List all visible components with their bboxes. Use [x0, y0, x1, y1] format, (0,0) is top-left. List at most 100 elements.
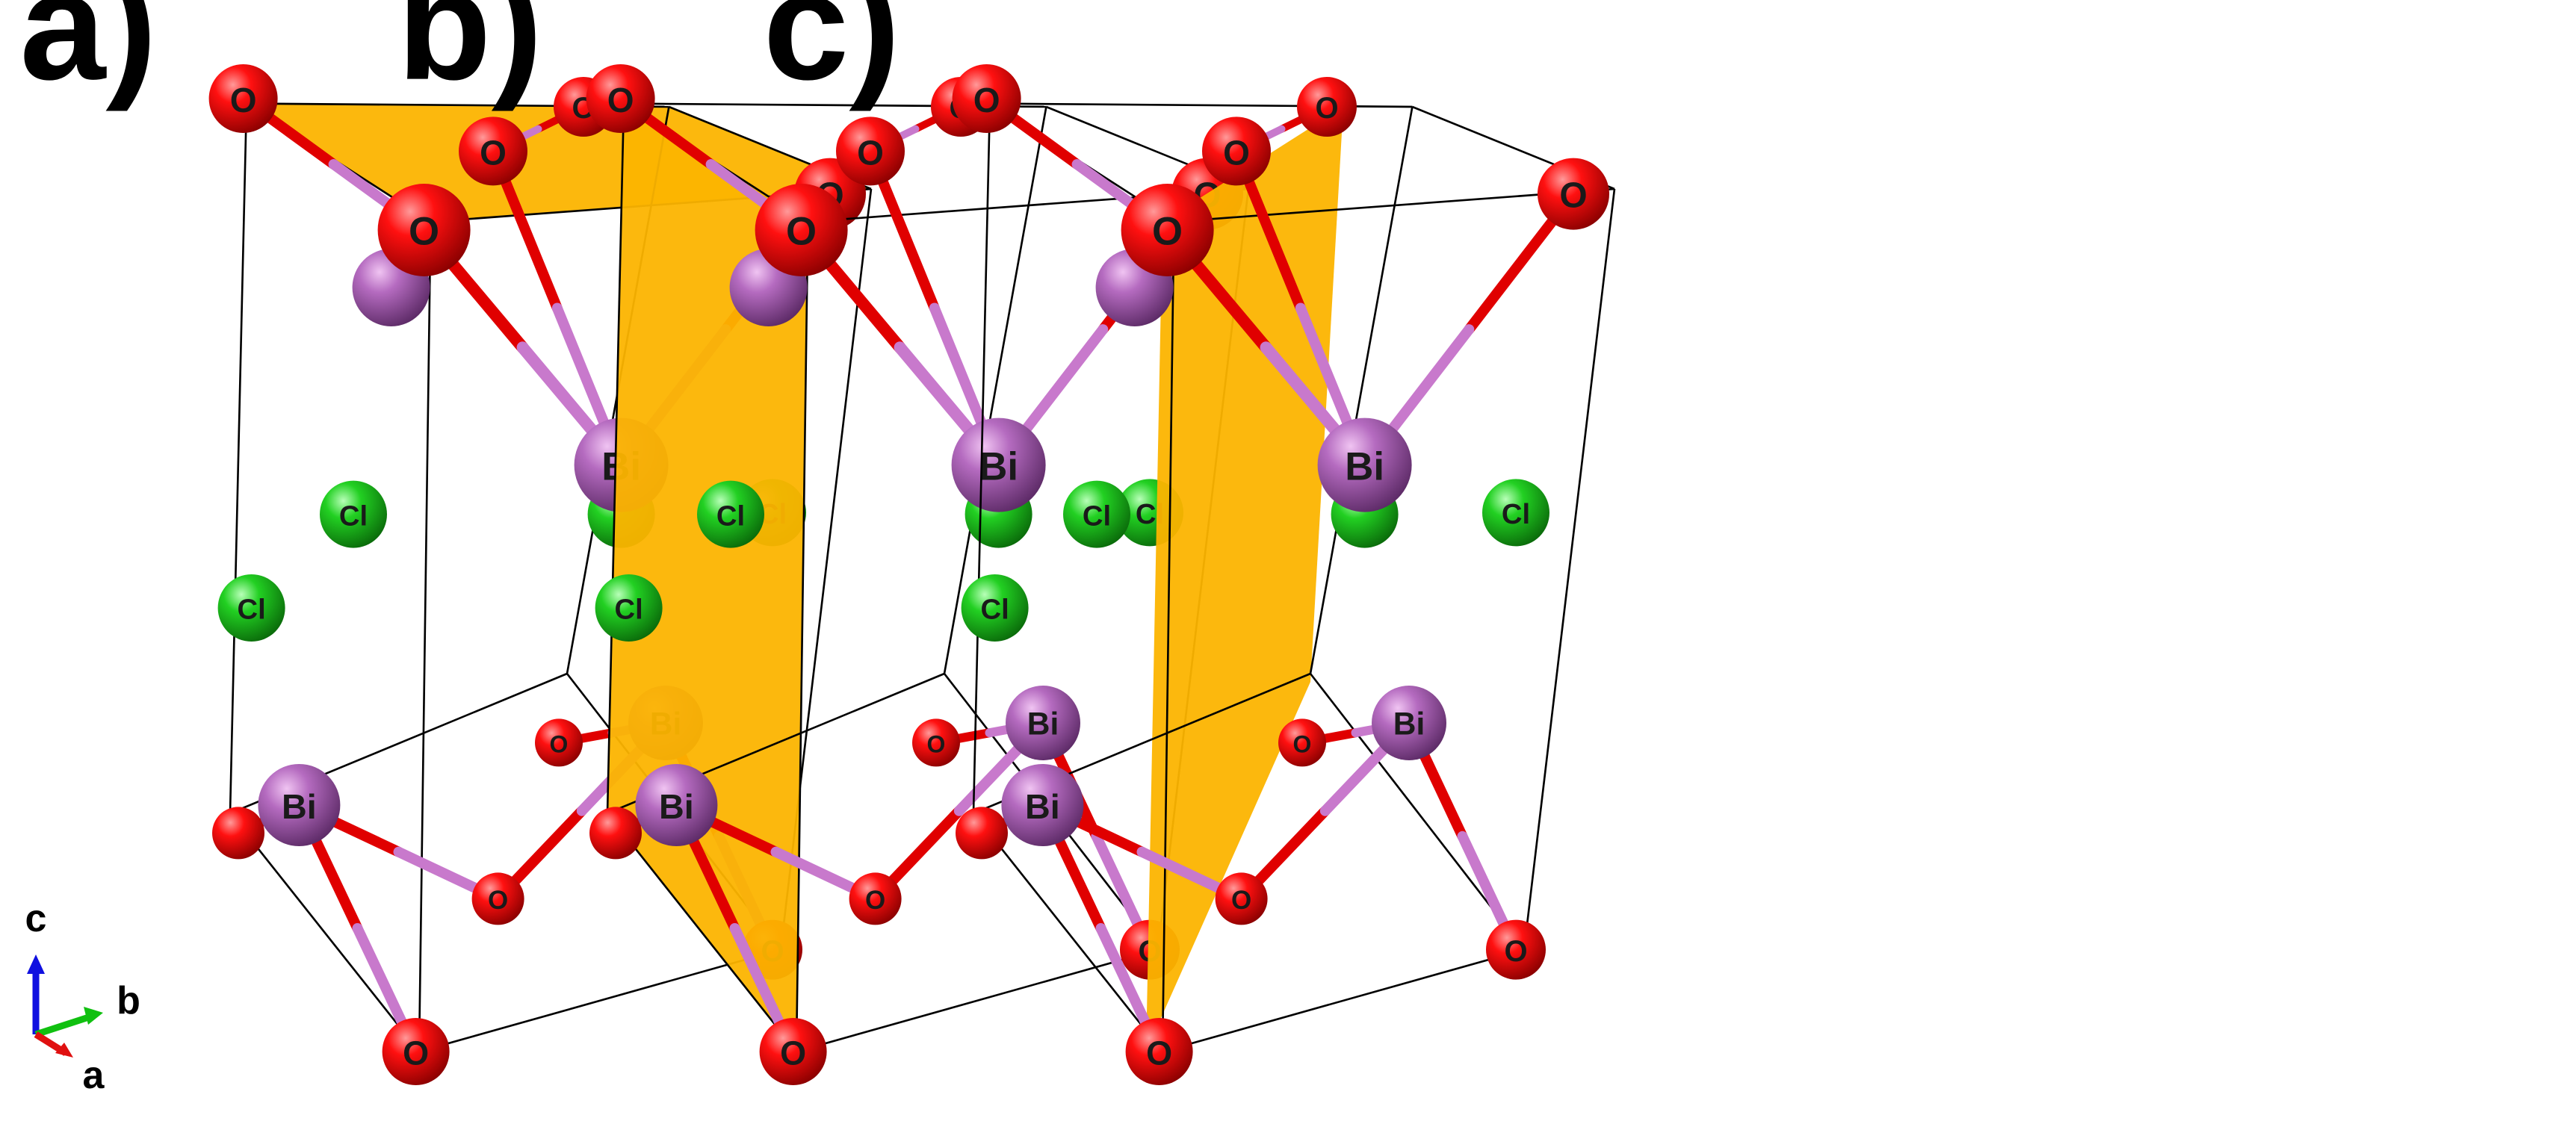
- bismuth-atom-lower-left: [635, 764, 718, 846]
- chlorine-atom-left-label: Cl: [716, 500, 745, 532]
- oxygen-atom-lower-right: [1486, 919, 1546, 980]
- b-axis-arrowhead: [84, 1007, 103, 1025]
- bismuth-atom-mid-right-label: Bi: [1027, 707, 1059, 742]
- oxygen-atom-top-left: [586, 64, 655, 133]
- panel-label: c): [763, 0, 900, 112]
- oxygen-atom-top-front: [377, 184, 471, 277]
- oxygen-atom-lower-middle: [849, 872, 902, 925]
- oxygen-atom-bottom-label: O: [403, 1034, 429, 1072]
- unit-cell-edge: [1309, 106, 1414, 674]
- unit-cell-edge: [796, 948, 1159, 1053]
- unit-cell-edge: [1161, 221, 1175, 1052]
- c-axis-arrowhead: [27, 954, 45, 974]
- a-axis-arrowhead: [55, 1043, 73, 1058]
- bismuth-atom-lower-left-label: Bi: [282, 787, 317, 826]
- oxygen-atom-top-front-label: O: [786, 210, 817, 254]
- oxygen-atom-lower-middle: [471, 872, 524, 925]
- oxygen-atom-mid-back-label: O: [1293, 731, 1312, 758]
- unit-cell-edge: [795, 221, 809, 1052]
- oxygen-atom-top-back: [1297, 77, 1357, 137]
- unit-cell-edge: [972, 813, 1164, 1052]
- bismuth-atom-center-label: Bi: [979, 444, 1018, 488]
- oxygen-atom-top-middle: [836, 117, 905, 186]
- chlorine-atom-far-left: [595, 574, 663, 642]
- chlorine-atom-far-left: [961, 574, 1029, 642]
- axis-triad: c b a: [25, 897, 140, 1097]
- bismuth-atom-lower-left: [258, 764, 341, 846]
- unit-cell-edge: [229, 103, 248, 814]
- chlorine-atom-left: [1063, 480, 1130, 548]
- oxygen-atom-mid-back: [535, 718, 583, 767]
- oxygen-atom-top-front-label: O: [1152, 210, 1183, 254]
- oxygen-atom-top-right: [1538, 158, 1609, 230]
- oxygen-atom-top-middle: [1202, 117, 1271, 186]
- unit-cell-edge: [606, 813, 798, 1052]
- bismuth-atom-lower-left: [1001, 764, 1084, 846]
- bismuth-atom-mid-right: [1006, 686, 1081, 761]
- unit-cell-edge: [418, 221, 432, 1052]
- oxygen-atom-mid-back-label: O: [550, 731, 569, 758]
- chlorine-atom-far-left-label: Cl: [980, 594, 1009, 626]
- oxygen-atom-bottom-label: O: [1146, 1034, 1172, 1072]
- oxygen-atom-lower-middle-label: O: [1231, 886, 1251, 915]
- unit-cell-edge: [418, 948, 781, 1053]
- oxygen-atom-top-front-label: O: [409, 210, 439, 254]
- b-axis-label: b: [117, 979, 140, 1022]
- unit-cell-edge: [943, 106, 1047, 674]
- oxygen-atom-bottom: [759, 1018, 827, 1086]
- bismuth-atom-mid-right: [1372, 686, 1447, 761]
- chlorine-atom-far-left-label: Cl: [237, 594, 265, 626]
- panel-label: a): [19, 0, 157, 112]
- chlorine-atom-right: [1482, 479, 1549, 547]
- unit-cell-edge: [972, 103, 991, 814]
- a-axis-label: a: [83, 1054, 105, 1097]
- chlorine-atom-far-left: [217, 574, 285, 642]
- panels-container: OOOOOClClBiClOBiBiOOOa)OOOOOClClBiClOBiB…: [19, 0, 1616, 1086]
- oxygen-atom-top-front: [1121, 184, 1214, 277]
- panel-label: b): [397, 0, 542, 112]
- oxygen-atom-top-middle-label: O: [480, 134, 507, 173]
- oxygen-atom-lower-left: [956, 807, 1008, 860]
- oxygen-atom-top-middle-label: O: [1223, 134, 1250, 173]
- oxygen-atom-bottom: [1125, 1018, 1193, 1086]
- bismuth-atom-mid-right-label: Bi: [1393, 707, 1425, 742]
- oxygen-atom-lower-left: [212, 807, 264, 860]
- oxygen-atom-bottom-label: O: [780, 1034, 806, 1072]
- chlorine-atom-left-label: Cl: [1083, 500, 1111, 532]
- oxygen-atom-lower-middle-label: O: [488, 886, 508, 915]
- highlighted-lattice-plane: [1146, 107, 1343, 1052]
- oxygen-atom-top-right-label: O: [1559, 176, 1587, 215]
- unit-cell-edge: [229, 813, 421, 1052]
- oxygen-atom-lower-left: [589, 807, 642, 860]
- oxygen-atom-lower-middle-label: O: [865, 886, 885, 915]
- oxygen-atom-lower-right-label: O: [1504, 935, 1527, 968]
- chlorine-atom-left: [697, 480, 764, 548]
- oxygen-atom-top-middle-label: O: [857, 134, 884, 173]
- bismuth-atom-center: [1317, 417, 1412, 512]
- bismuth-atom-center: [951, 417, 1046, 512]
- bismuth-atom-lower-left-label: Bi: [659, 787, 694, 826]
- unit-cell-edge: [1162, 948, 1525, 1053]
- chlorine-atom-left: [320, 480, 387, 548]
- oxygen-atom-mid-back: [1278, 718, 1326, 767]
- bismuth-atom-center-label: Bi: [1345, 444, 1384, 488]
- oxygen-atom-bottom: [382, 1018, 450, 1086]
- c-axis-label: c: [25, 897, 47, 940]
- oxygen-atom-top-left-label: O: [230, 81, 257, 119]
- oxygen-atom-top-back-label: O: [1315, 92, 1338, 125]
- b-axis-arrow: [34, 1012, 95, 1038]
- oxygen-atom-mid-back-label: O: [927, 731, 946, 758]
- oxygen-atom-top-left: [208, 64, 278, 133]
- oxygen-atom-top-middle: [459, 117, 527, 186]
- oxygen-atom-lower-middle: [1215, 872, 1268, 925]
- unit-cell-edge: [1523, 188, 1616, 950]
- oxygen-atom-top-left: [952, 64, 1021, 133]
- oxygen-atom-top-left-label: O: [973, 81, 1000, 119]
- chlorine-atom-left-label: Cl: [339, 500, 368, 532]
- oxygen-atom-mid-back: [912, 718, 960, 767]
- chlorine-atom-far-left-label: Cl: [614, 594, 643, 626]
- oxygen-atom-top-left-label: O: [607, 81, 634, 119]
- bismuth-atom-lower-left-label: Bi: [1025, 787, 1060, 826]
